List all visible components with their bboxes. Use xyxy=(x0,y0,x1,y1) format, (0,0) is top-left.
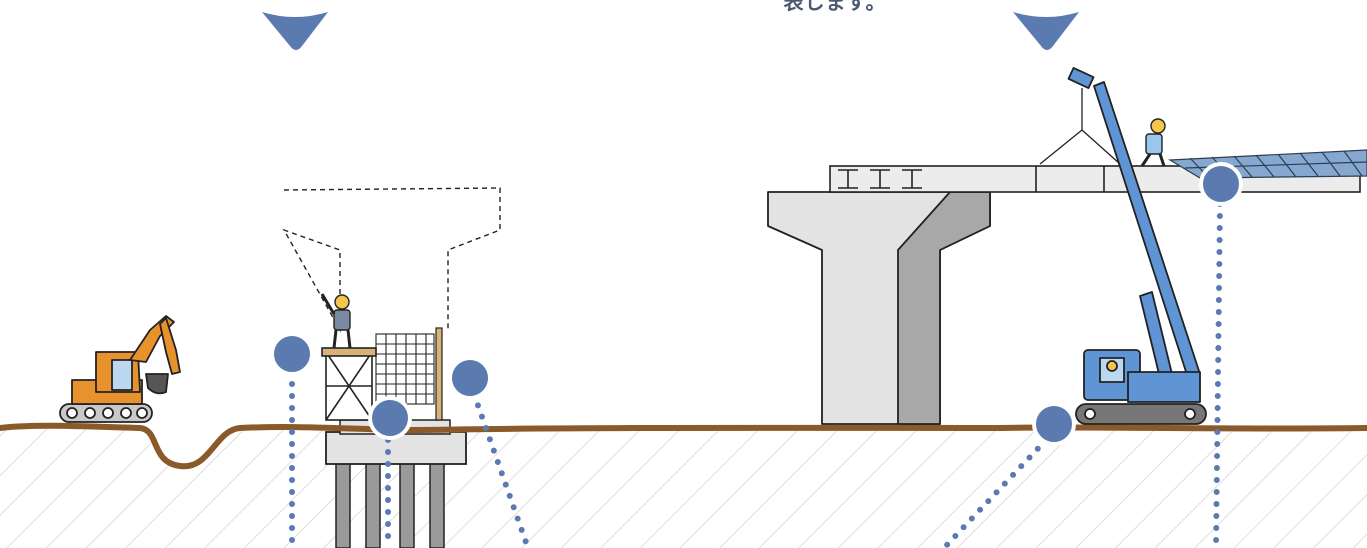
construction-worker-icon xyxy=(1140,118,1166,167)
underground-hatch xyxy=(0,425,1367,548)
planned-pier-outline xyxy=(282,187,501,333)
marker-4 xyxy=(941,402,1076,548)
down-triangle-icon xyxy=(262,12,328,50)
excavator-icon xyxy=(59,315,181,423)
construction-worker-icon xyxy=(320,293,352,349)
marker-5 xyxy=(1199,162,1243,548)
crawler-crane-icon xyxy=(1039,67,1207,425)
marker-3 xyxy=(448,356,531,548)
foundation-piles xyxy=(335,461,445,548)
scaffold xyxy=(321,347,377,421)
formwork-post xyxy=(435,327,443,421)
marker-2 xyxy=(368,396,412,548)
completed-pier xyxy=(767,191,991,425)
solar-panels xyxy=(1168,149,1367,179)
marker-1 xyxy=(270,332,314,548)
caption-text: 表します。 xyxy=(783,0,887,14)
down-triangle-icon xyxy=(1013,12,1079,50)
rebar-cage xyxy=(375,333,435,405)
